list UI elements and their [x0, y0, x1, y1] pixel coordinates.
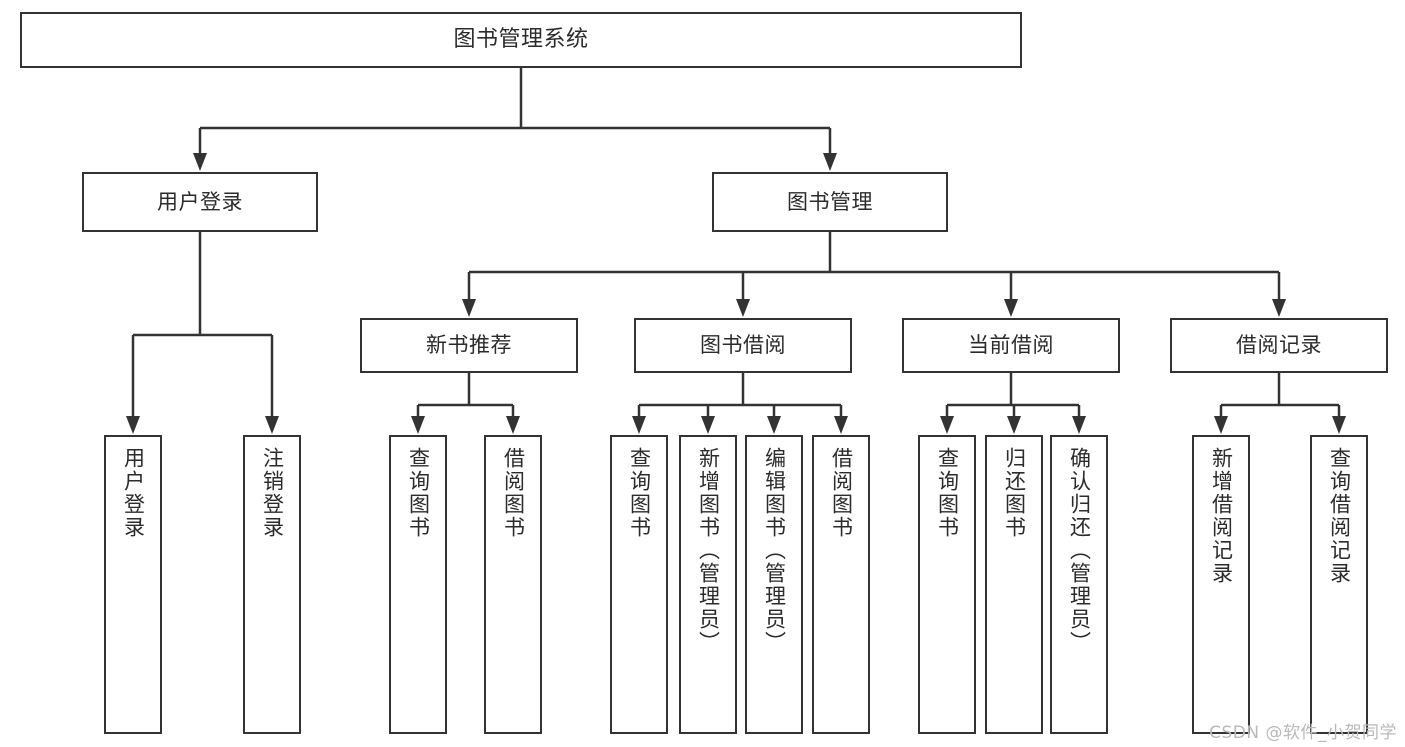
node-label: 图书管理 [787, 189, 873, 214]
node-label: 借阅图书 [829, 447, 854, 539]
node-label: 借阅记录 [1236, 333, 1322, 358]
node-label: 归还图书 [1002, 447, 1027, 539]
node-label: 当前借阅 [968, 333, 1054, 358]
node-borrow-record[interactable]: 借阅记录 [1170, 318, 1388, 373]
node-user-login[interactable]: 用户登录 [82, 172, 318, 232]
node-label: 新增图书（管理员） [696, 447, 721, 654]
node-label: 用户登录 [157, 189, 243, 214]
node-leaf-borrow-book-1[interactable]: 借阅图书 [484, 435, 542, 734]
node-leaf-query-book-3[interactable]: 查询图书 [918, 435, 976, 734]
node-leaf-return-book[interactable]: 归还图书 [985, 435, 1043, 734]
node-label: 确认归还（管理员） [1067, 447, 1092, 654]
node-current-borrow[interactable]: 当前借阅 [902, 318, 1120, 373]
node-book-management[interactable]: 图书管理 [712, 172, 948, 232]
node-leaf-confirm-return[interactable]: 确认归还（管理员） [1050, 435, 1108, 734]
node-label: 查询图书 [406, 447, 431, 539]
connector-arrowhead [506, 416, 520, 434]
connector-arrowhead [462, 299, 476, 317]
connector-arrowhead [823, 153, 837, 171]
node-leaf-add-book[interactable]: 新增图书（管理员） [679, 435, 737, 734]
node-leaf-user-login[interactable]: 用户登录 [104, 435, 162, 734]
node-label: 图书借阅 [700, 333, 786, 358]
node-leaf-query-book-1[interactable]: 查询图书 [389, 435, 447, 734]
connector-arrowhead [1072, 416, 1086, 434]
node-label: 查询借阅记录 [1327, 447, 1352, 585]
node-label: 图书管理系统 [453, 27, 589, 53]
connector-arrowhead [265, 416, 279, 434]
node-leaf-edit-book[interactable]: 编辑图书（管理员） [745, 435, 803, 734]
connector-arrowhead [1007, 416, 1021, 434]
connector-arrowhead [193, 153, 207, 171]
csdn-watermark: CSDN @软件_小贺同学 [1209, 723, 1397, 743]
node-label: 借阅图书 [501, 447, 526, 539]
node-leaf-query-book-2[interactable]: 查询图书 [610, 435, 668, 734]
node-leaf-borrow-book-2[interactable]: 借阅图书 [812, 435, 870, 734]
node-label: 查询图书 [935, 447, 960, 539]
connector-arrowhead [632, 416, 646, 434]
connector-arrowhead [1004, 299, 1018, 317]
node-leaf-logout[interactable]: 注销登录 [243, 435, 301, 734]
connector-arrowhead [1272, 299, 1286, 317]
connector-arrowhead [1332, 416, 1346, 434]
connector-arrowhead [736, 299, 750, 317]
connector-arrowhead [701, 416, 715, 434]
node-book-borrow[interactable]: 图书借阅 [634, 318, 852, 373]
connector-arrowhead [834, 416, 848, 434]
node-root[interactable]: 图书管理系统 [20, 12, 1022, 68]
connector-arrowhead [1214, 416, 1228, 434]
node-label: 新书推荐 [426, 333, 512, 358]
node-label: 用户登录 [121, 447, 146, 539]
connector-arrowhead [126, 416, 140, 434]
node-new-book-recommend[interactable]: 新书推荐 [360, 318, 578, 373]
node-leaf-add-record[interactable]: 新增借阅记录 [1192, 435, 1250, 734]
connector-arrowhead [940, 416, 954, 434]
node-leaf-query-record[interactable]: 查询借阅记录 [1310, 435, 1368, 734]
node-label: 编辑图书（管理员） [762, 447, 787, 654]
connector-arrowhead [411, 416, 425, 434]
node-label: 新增借阅记录 [1209, 447, 1234, 585]
node-label: 查询图书 [627, 447, 652, 539]
connector-arrowhead [767, 416, 781, 434]
node-label: 注销登录 [260, 447, 285, 539]
